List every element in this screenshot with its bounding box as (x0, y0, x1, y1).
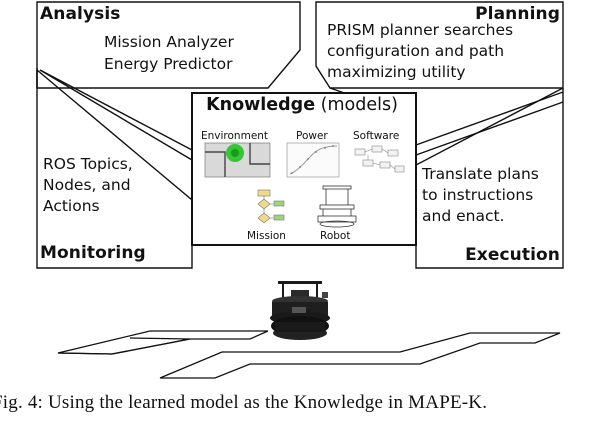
analysis-connector-line (39, 69, 193, 151)
analysis-line-1: Mission Analyzer (104, 33, 234, 51)
planning-title: Planning (475, 4, 560, 24)
monitoring-line-1: ROS Topics, (43, 155, 133, 173)
execution-line-1: Translate plans (422, 165, 539, 183)
knowledge-title-bold: Knowledge (206, 95, 316, 115)
execution-title: Execution (465, 245, 560, 265)
environment-label: Environment (201, 130, 269, 142)
knowledge-box-outline (191, 92, 417, 246)
figure-caption: Fig. 4: Using the learned model as the K… (0, 392, 488, 413)
execution-connector-line (415, 91, 564, 146)
execution-line-2: to instructions (422, 186, 534, 204)
mission-label: Mission (247, 230, 286, 242)
knowledge-title: Knowledge (models) (186, 95, 418, 115)
power-label: Power (296, 130, 328, 142)
floor-path-left (57, 330, 269, 355)
planning-region-outline (315, 1, 564, 89)
planning-line-1: PRISM planner searches (327, 21, 514, 39)
execution-region-outline (415, 87, 564, 269)
analysis-title: Analysis (40, 4, 121, 24)
knowledge-title-rest: (models) (320, 95, 398, 115)
monitoring-title: Monitoring (40, 243, 146, 263)
robot-label: Robot (320, 230, 351, 242)
analysis-line-2: Energy Predictor (104, 55, 233, 73)
planning-line-2: configuration and path (327, 42, 505, 60)
software-label: Software (353, 130, 400, 142)
execution-line-3: and enact. (422, 207, 505, 225)
monitoring-line-2: Nodes, and (43, 176, 131, 194)
planning-line-3: maximizing utility (327, 63, 466, 81)
monitoring-region-outline (36, 69, 193, 269)
floor-path-right (159, 332, 561, 379)
monitoring-line-3: Actions (43, 197, 100, 215)
